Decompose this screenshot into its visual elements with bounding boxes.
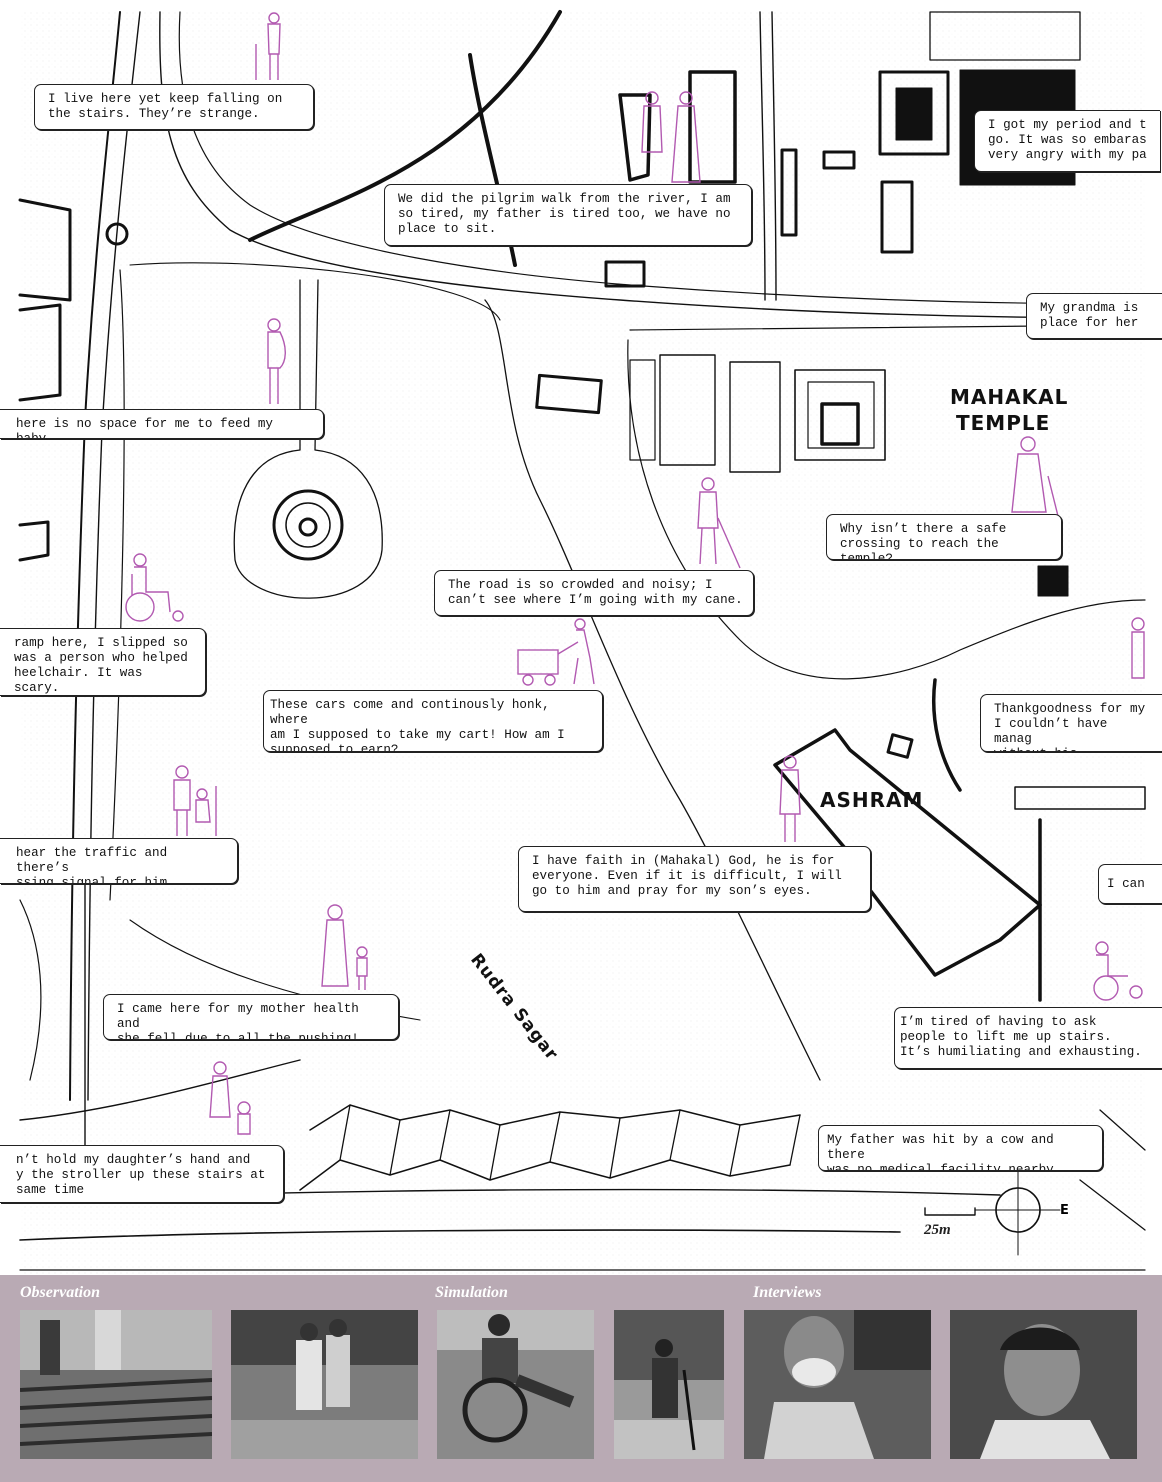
temple-label-line2: TEMPLE	[956, 411, 1051, 435]
quote-bubble: Why isn’t there a safe crossing to reach…	[826, 514, 1062, 560]
quote-bubble: I can	[1098, 864, 1162, 904]
quote-bubble: The road is so crowded and noisy; I can’…	[434, 570, 754, 616]
figure-wheelchair-right	[1093, 941, 1143, 1001]
figure-walker-top	[641, 91, 701, 183]
quote-bubble: I have faith in (Mahakal) God, he is for…	[518, 846, 871, 912]
street-help-photo	[231, 1310, 418, 1459]
figure-elderly-walker	[1011, 436, 1059, 517]
figure-pregnant-woman	[267, 318, 286, 404]
cane-woman-photo	[614, 1310, 724, 1459]
ashram-label: ASHRAM	[820, 788, 924, 812]
quote-bubble: My grandma is place for her	[1026, 293, 1162, 339]
figure-blind-person-with-cane	[697, 477, 741, 569]
quote-bubble: here is no space for me to feed my baby.	[0, 409, 324, 439]
figure-wheelchair-user	[125, 553, 184, 622]
figure-elderly-couple	[173, 765, 217, 836]
figure-edge-right	[1131, 617, 1145, 679]
quote-bubble: I live here yet keep falling on the stai…	[34, 84, 314, 130]
figure-cart-vendor	[517, 618, 595, 686]
quote-bubble: I got my period and t go. It was so emba…	[974, 110, 1160, 172]
site-map: MAHAKAL TEMPLE ASHRAM Rudra Sagar 25m E …	[0, 10, 1162, 1274]
section-title-interviews: Interviews	[753, 1284, 822, 1301]
compass-east-label: E	[1060, 1203, 1069, 1218]
figure-mother-with-child	[321, 904, 368, 990]
quote-bubble: hear the traffic and there’s ssing signa…	[0, 838, 238, 884]
quote-bubble: Thankgoodness for my I couldn’t have man…	[980, 694, 1162, 752]
figure-elderly-with-cane	[255, 12, 281, 80]
quote-bubble: n’t hold my daughter’s hand and y the st…	[0, 1145, 284, 1203]
quote-bubble: We did the pilgrim walk from the river, …	[384, 184, 752, 246]
quote-bubble: ramp here, I slipped so was a person who…	[0, 628, 206, 696]
quote-bubble: I came here for my mother health and she…	[103, 994, 399, 1040]
section-title-observation: Observation	[20, 1284, 100, 1301]
figure-elderly-temple	[779, 755, 801, 842]
figure-woman-with-stroller	[209, 1061, 251, 1135]
temple-label-line1: MAHAKAL	[950, 385, 1069, 409]
section-title-simulation: Simulation	[435, 1284, 508, 1301]
elder-man-photo	[744, 1310, 931, 1459]
quote-bubble: My father was hit by a cow and there was…	[818, 1125, 1103, 1171]
stairs-photo	[20, 1310, 212, 1459]
wheelchair-photo	[437, 1310, 594, 1459]
quote-bubble: These cars come and continously honk, wh…	[263, 690, 603, 752]
young-man-photo	[950, 1310, 1137, 1459]
research-methods-strip: Observation Simulation Interviews	[0, 1275, 1162, 1482]
quote-bubble: I’m tired of having to ask people to lif…	[894, 1007, 1162, 1069]
scale-label: 25m	[924, 1222, 951, 1238]
temple-label: MAHAKAL TEMPLE	[950, 384, 1068, 436]
